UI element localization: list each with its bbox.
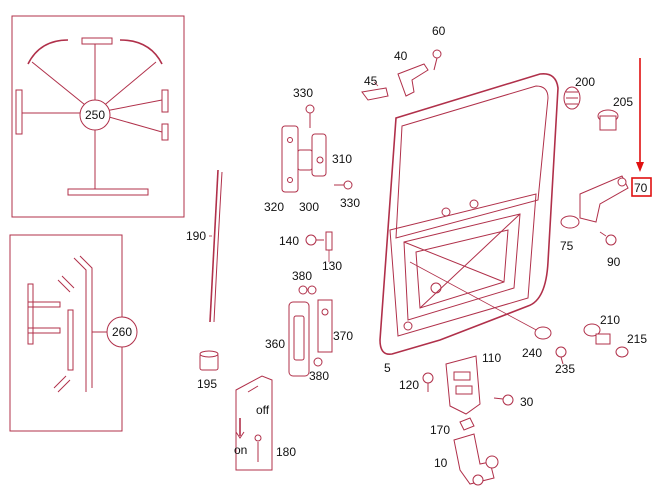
part-label-260: 260 bbox=[112, 325, 132, 339]
part-label-380b: 380 bbox=[309, 369, 329, 383]
sticker-on-text: on bbox=[234, 443, 247, 457]
part-label-240: 240 bbox=[522, 346, 542, 360]
part-label-140: 140 bbox=[279, 234, 299, 248]
part-label-40: 40 bbox=[394, 49, 408, 63]
lower-guide-170-10: 170 10 bbox=[430, 417, 499, 486]
sticker-off-text: off bbox=[256, 403, 270, 417]
part-label-90: 90 bbox=[607, 255, 621, 269]
washer-240-235: 240 235 bbox=[522, 326, 575, 376]
highlight-arrow: 70 bbox=[631, 58, 652, 197]
part-label-110: 110 bbox=[482, 351, 501, 365]
part-label-205: 205 bbox=[613, 95, 633, 109]
part-label-180: 180 bbox=[276, 445, 296, 459]
door-panel: 5 bbox=[379, 72, 559, 375]
part-label-170: 170 bbox=[430, 423, 450, 437]
part-label-195: 195 bbox=[197, 377, 217, 391]
part-label-70: 70 bbox=[634, 181, 648, 195]
striker-assembly: 380 370 360 380 bbox=[265, 269, 353, 383]
kit-260-box: 260 bbox=[9, 234, 138, 432]
part-195-cap: 195 bbox=[197, 350, 219, 391]
part-label-370: 370 bbox=[333, 329, 353, 343]
part-label-310: 310 bbox=[332, 152, 352, 166]
part-label-120: 120 bbox=[399, 378, 419, 392]
lock-assembly: 330 310 320 300 330 bbox=[264, 86, 360, 214]
part-label-250: 250 bbox=[85, 108, 105, 122]
bolt-140-130: 140 130 bbox=[279, 231, 342, 273]
part-label-300: 300 bbox=[299, 200, 319, 214]
part-190-seal-strip: 190 bbox=[186, 169, 223, 323]
part-180-sticker: off on 180 bbox=[234, 375, 296, 471]
bolt-210-215: 210 215 bbox=[583, 313, 647, 358]
part-label-215: 215 bbox=[627, 332, 647, 346]
part-label-380a: 380 bbox=[292, 269, 312, 283]
part-label-45: 45 bbox=[364, 74, 378, 88]
part-label-330b: 330 bbox=[340, 196, 360, 210]
part-label-360: 360 bbox=[265, 337, 285, 351]
part-label-320: 320 bbox=[264, 200, 284, 214]
part-label-210: 210 bbox=[600, 313, 620, 327]
part-label-30: 30 bbox=[520, 395, 534, 409]
part-label-235: 235 bbox=[555, 362, 575, 376]
guide-parts-40-45-60: 60 40 45 bbox=[361, 24, 446, 101]
part-label-330a: 330 bbox=[293, 86, 313, 100]
roller-200-205: 200 205 bbox=[563, 75, 633, 131]
part-label-190: 190 bbox=[186, 229, 206, 243]
bracket-110-120-30: 110 120 30 bbox=[399, 351, 534, 415]
hinge-70-75-90: 75 90 bbox=[560, 175, 629, 269]
part-label-130: 130 bbox=[322, 259, 342, 273]
part-label-75: 75 bbox=[560, 239, 574, 253]
part-label-60: 60 bbox=[432, 24, 446, 38]
part-label-200: 200 bbox=[575, 75, 595, 89]
kit-250-box: 250 bbox=[11, 15, 185, 218]
part-label-5: 5 bbox=[384, 361, 391, 375]
part-label-10: 10 bbox=[434, 456, 448, 470]
